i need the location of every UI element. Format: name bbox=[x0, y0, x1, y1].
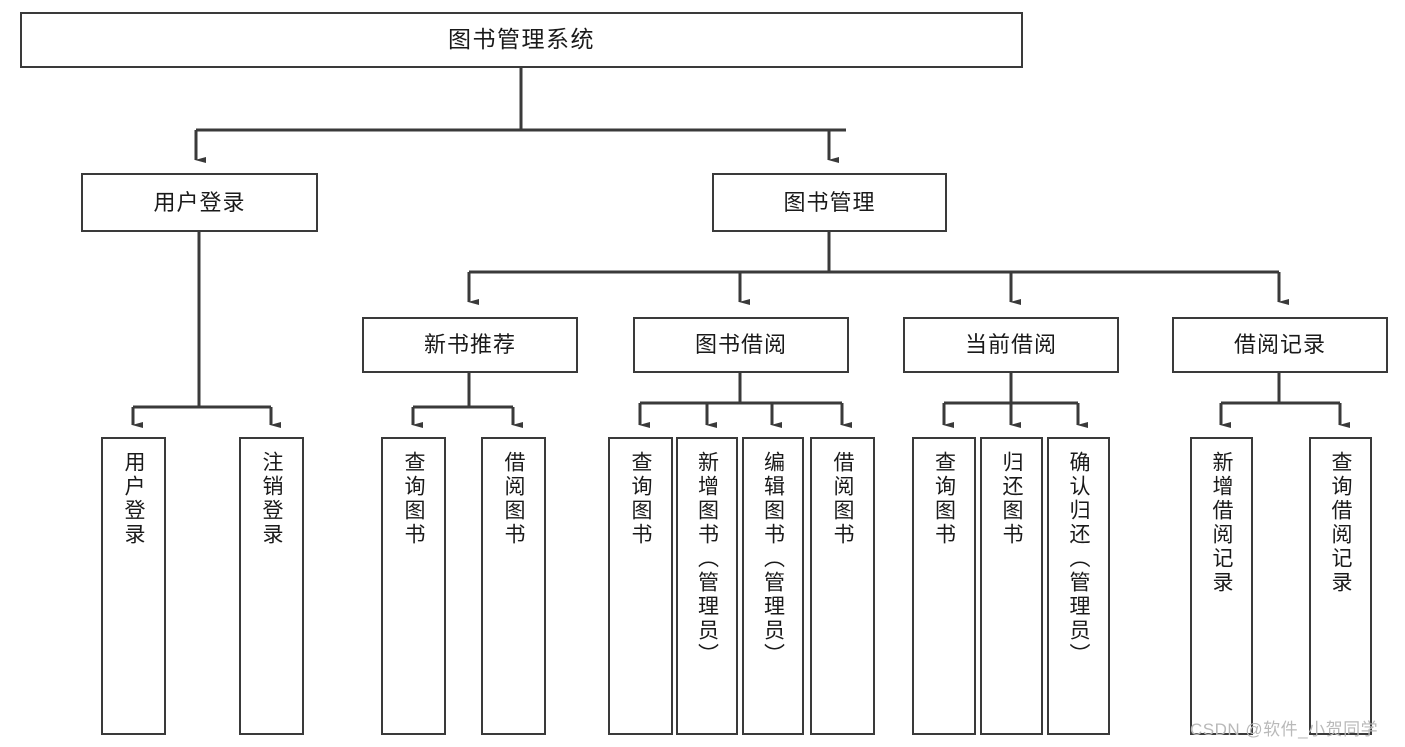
node-book-borrowing[interactable]: 图书借阅 bbox=[633, 317, 849, 373]
node-leaf-add-book-admin[interactable]: 新增图书（管理员） bbox=[676, 437, 738, 735]
node-label: 确认归还（管理员） bbox=[1067, 451, 1090, 667]
node-leaf-borrow-book-recommendation[interactable]: 借阅图书 bbox=[481, 437, 546, 735]
node-label: 编辑图书（管理员） bbox=[761, 451, 785, 667]
node-label: 借阅图书 bbox=[831, 451, 854, 547]
node-label: 图书管理 bbox=[783, 189, 876, 215]
node-label: 注销登录 bbox=[260, 451, 283, 547]
node-label: 新书推荐 bbox=[423, 332, 516, 358]
node-leaf-return-book[interactable]: 归还图书 bbox=[980, 437, 1043, 735]
node-borrowing-record[interactable]: 借阅记录 bbox=[1172, 317, 1388, 373]
node-leaf-query-book-recommendation[interactable]: 查询图书 bbox=[381, 437, 446, 735]
node-book-management[interactable]: 图书管理 bbox=[712, 173, 947, 232]
node-label: 用户登录 bbox=[122, 451, 145, 547]
csdn-watermark: CSDN @软件_小贺同学 bbox=[1190, 720, 1379, 739]
node-leaf-confirm-return-admin[interactable]: 确认归还（管理员） bbox=[1047, 437, 1110, 735]
node-leaf-user-login[interactable]: 用户登录 bbox=[101, 437, 166, 735]
node-label: 图书借阅 bbox=[694, 332, 787, 358]
node-label: 当前借阅 bbox=[964, 332, 1057, 358]
node-leaf-query-book-borrowing[interactable]: 查询图书 bbox=[608, 437, 673, 735]
node-root-book-management-system[interactable]: 图书管理系统 bbox=[20, 12, 1023, 68]
node-leaf-borrow-book-borrowing[interactable]: 借阅图书 bbox=[810, 437, 875, 735]
node-label: 借阅记录 bbox=[1233, 332, 1326, 358]
node-new-book-recommendation[interactable]: 新书推荐 bbox=[362, 317, 578, 373]
node-leaf-user-logout[interactable]: 注销登录 bbox=[239, 437, 304, 735]
node-label: 归还图书 bbox=[1000, 451, 1023, 547]
node-label: 用户登录 bbox=[153, 189, 246, 215]
node-leaf-query-borrow-record[interactable]: 查询借阅记录 bbox=[1309, 437, 1372, 735]
node-label: 借阅图书 bbox=[502, 451, 525, 547]
node-label: 查询图书 bbox=[402, 451, 425, 547]
node-label: 查询图书 bbox=[629, 451, 652, 547]
node-label: 新增借阅记录 bbox=[1210, 451, 1233, 595]
node-leaf-add-borrow-record[interactable]: 新增借阅记录 bbox=[1190, 437, 1253, 735]
node-user-login[interactable]: 用户登录 bbox=[81, 173, 318, 232]
node-leaf-query-book-current[interactable]: 查询图书 bbox=[912, 437, 976, 735]
node-label: 查询图书 bbox=[932, 451, 956, 547]
node-leaf-edit-book-admin[interactable]: 编辑图书（管理员） bbox=[742, 437, 804, 735]
node-label: 图书管理系统 bbox=[448, 26, 595, 53]
node-label: 查询借阅记录 bbox=[1329, 451, 1352, 595]
node-current-borrowing[interactable]: 当前借阅 bbox=[903, 317, 1119, 373]
node-label: 新增图书（管理员） bbox=[695, 451, 719, 667]
